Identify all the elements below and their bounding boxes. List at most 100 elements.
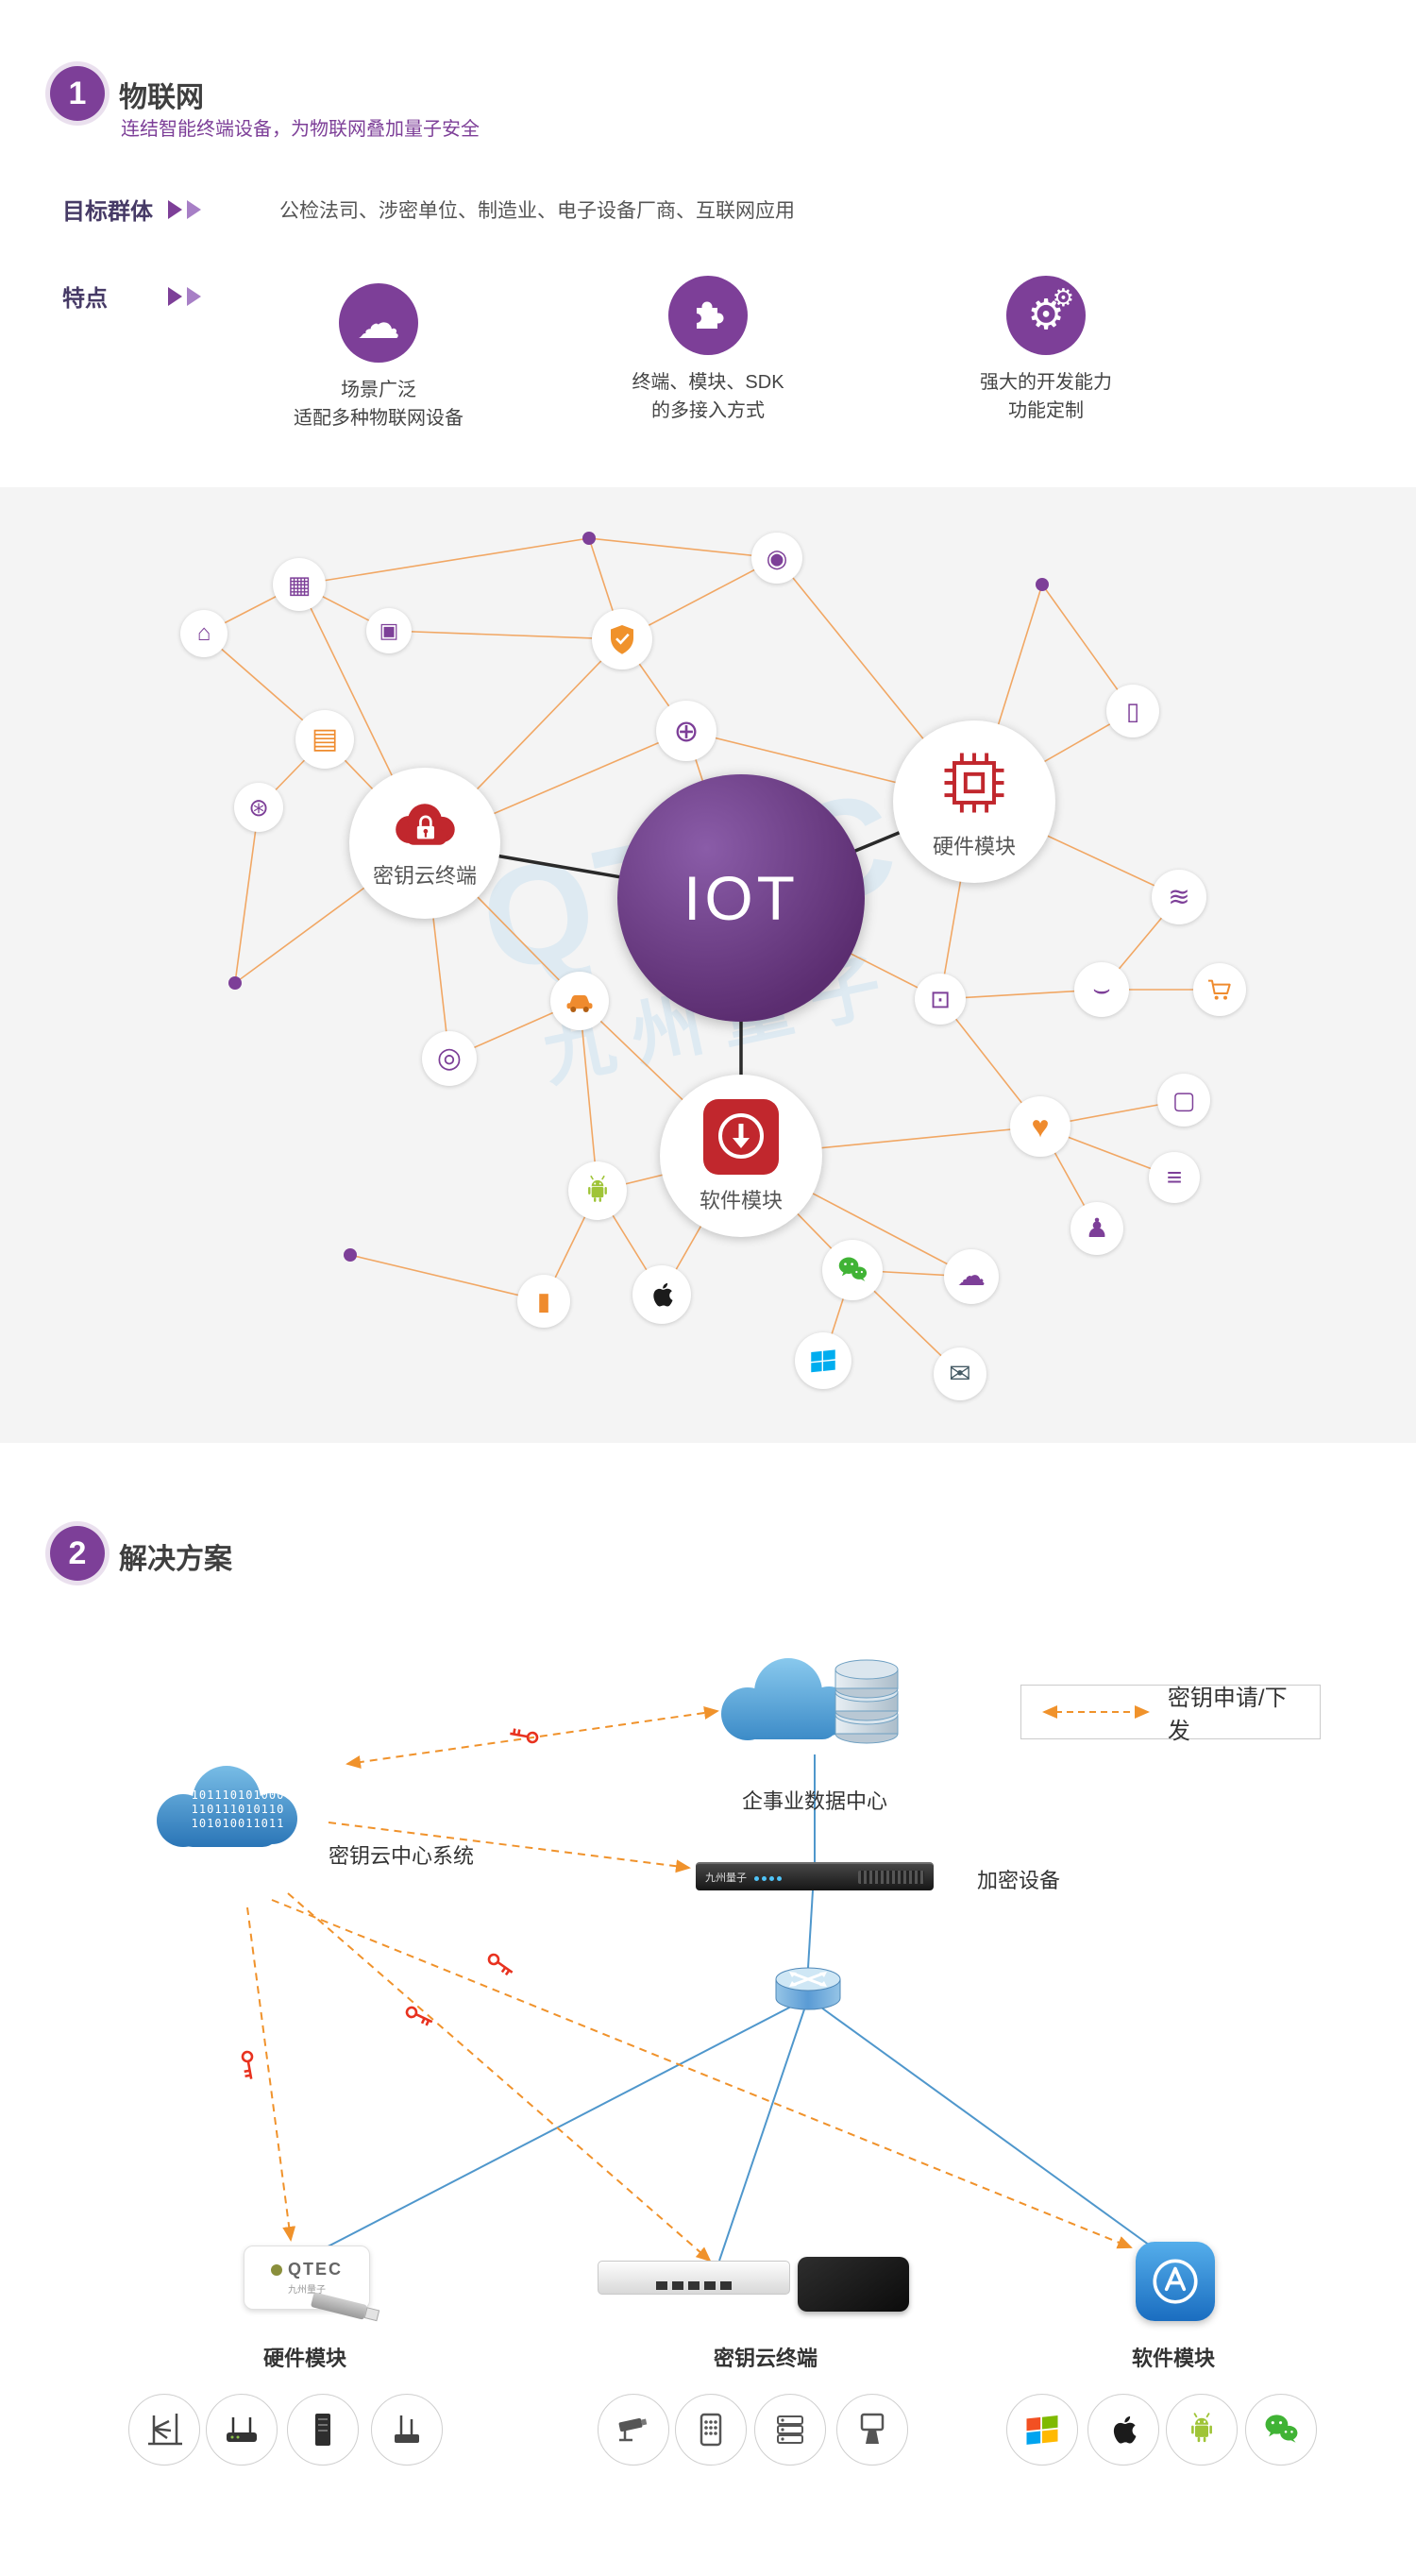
- qtec-logo: QTEC: [270, 2260, 343, 2279]
- software-module-appstore-icon: [1136, 2242, 1215, 2321]
- target-group-text: 公检法司、涉密单位、制造业、电子设备厂商、互联网应用: [279, 199, 795, 222]
- legend-arrow-icon: [1042, 1705, 1150, 1719]
- eye-icon: ◉: [751, 533, 802, 584]
- email-icon: ✉: [934, 1347, 986, 1400]
- features-row: 特点: [62, 280, 206, 313]
- key-icon: [241, 1728, 539, 2079]
- iot-intro-section: 1 物联网 连结智能终端设备，为物联网叠加量子安全 目标群体 公检法司、涉密单位…: [0, 0, 1416, 487]
- hardware-module-node: 硬件模块: [893, 720, 1055, 883]
- keycloud-terminal-router: [598, 2261, 790, 2295]
- handshake-icon: ⌣: [1074, 962, 1129, 1017]
- office-building-icon: ▦: [273, 558, 326, 611]
- feature-broad-scenarios: ☁ 场景广泛 适配多种物联网设备: [265, 283, 492, 432]
- puzzle-icon: [668, 276, 748, 355]
- feature-multi-access: 终端、模块、SDK 的多接入方式: [595, 276, 821, 425]
- solution-section: 2 解决方案: [0, 1443, 1416, 2576]
- gears-icon: ⚙ ⚙: [1006, 276, 1086, 355]
- mobile-payment-icon: ▮: [517, 1275, 570, 1328]
- feature-line1: 场景广泛: [341, 380, 416, 400]
- datacenter-cloud-icon: [708, 1643, 925, 1775]
- datacenter-label: 企事业数据中心: [741, 1789, 887, 1813]
- target-group-row: 目标群体 公检法司、涉密单位、制造业、电子设备厂商、互联网应用: [62, 193, 795, 226]
- shield-icon: [592, 609, 652, 669]
- feature-dev-capability: ⚙ ⚙ 强大的开发能力 功能定制: [933, 276, 1159, 425]
- features-label: 特点: [62, 286, 108, 312]
- target-group-label: 目标群体: [62, 199, 153, 225]
- keycloud-center-icon: [140, 1754, 338, 1871]
- shopping-cart-icon: [1193, 963, 1246, 1016]
- section-1-title: 物联网: [119, 82, 204, 113]
- antenna-modem-icon: [371, 2394, 443, 2466]
- wifi-router-device-icon: [206, 2394, 278, 2466]
- hardware-module-device: QTEC 九州量子: [244, 2246, 370, 2310]
- keycloud-center-label: 密钥云中心系统: [329, 1844, 475, 1868]
- turnstile-gate-icon: [128, 2394, 200, 2466]
- connector-dot: [228, 976, 242, 990]
- hardware-module-bottom-label: 硬件模块: [262, 2347, 346, 2370]
- health-monitor-icon: ▢: [1157, 1074, 1210, 1127]
- keycloud-terminal-settop-box: [798, 2257, 909, 2312]
- wifi-router-icon: ≋: [1152, 870, 1206, 924]
- city-buildings-icon: ▤: [295, 710, 354, 769]
- smartphone-icon: ▯: [1106, 685, 1159, 737]
- feature-line1: 终端、模块、SDK: [632, 372, 784, 393]
- person-id-icon: ♟: [1070, 1202, 1123, 1255]
- chip-icon: [944, 753, 1004, 813]
- keycloud-terminal-node: 密钥云终端: [349, 768, 500, 919]
- feature-line1: 强大的开发能力: [980, 372, 1112, 393]
- server-stack-icon: [754, 2394, 826, 2466]
- wechat-logo-icon: [1245, 2394, 1317, 2466]
- apple-logo-icon: [1087, 2394, 1159, 2466]
- section-1-subtitle: 连结智能终端设备，为物联网叠加量子安全: [121, 119, 480, 140]
- software-module-node: 软件模块: [660, 1075, 822, 1237]
- heart-icon: ♥: [1010, 1096, 1070, 1157]
- iot-hub: IOT: [617, 774, 865, 1022]
- download-icon: [703, 1099, 779, 1175]
- server-vents: [858, 1871, 924, 1884]
- network-nodes-icon: ⊛: [234, 783, 283, 832]
- bank-icon: ⌂: [180, 610, 228, 657]
- section-1-badge: 1: [50, 66, 105, 121]
- legend-text: 密钥申请/下发: [1167, 1686, 1288, 1744]
- globe-network-icon: ⊕: [656, 701, 716, 761]
- double-chevron-icon: [168, 286, 206, 306]
- section-2-badge: 2: [50, 1526, 105, 1581]
- car-icon: [550, 972, 609, 1030]
- binary-code-text: 101110101000 110111010110 101010011011: [191, 1788, 285, 1830]
- wechat-icon: [822, 1240, 883, 1300]
- double-chevron-icon: [168, 199, 206, 219]
- connector-dot: [344, 1248, 357, 1262]
- webcam-icon: ◎: [422, 1031, 477, 1086]
- secure-cloud-icon: ☁: [944, 1249, 999, 1304]
- document-icon: ≡: [1149, 1152, 1200, 1203]
- feature-line2: 的多接入方式: [651, 400, 765, 421]
- software-module-label: 软件模块: [699, 1189, 783, 1212]
- storage-disk-icon: ⊡: [915, 974, 966, 1025]
- connector-dot: [582, 532, 596, 545]
- access-control-icon: ▣: [366, 608, 412, 653]
- feature-line2: 功能定制: [1008, 400, 1084, 421]
- iot-network-diagram: QTEC 九州量子: [0, 487, 1416, 1443]
- cctv-camera-icon: [598, 2394, 669, 2466]
- section-2-title: 解决方案: [119, 1544, 232, 1575]
- cloud-devices-icon: ☁: [339, 283, 418, 363]
- windows-icon: [795, 1332, 851, 1389]
- apple-icon: [632, 1265, 691, 1324]
- server-cabinet-icon: [287, 2394, 359, 2466]
- encryption-device-label: 加密设备: [977, 1869, 1061, 1892]
- cloud-lock-icon: [396, 804, 455, 845]
- software-module-bottom-label: 软件模块: [1131, 2347, 1215, 2370]
- hardware-module-label: 硬件模块: [932, 835, 1016, 858]
- key-distribution-legend: 密钥申请/下发: [1020, 1685, 1321, 1744]
- windows-logo-icon: [1006, 2394, 1078, 2466]
- door-keypad-icon: [675, 2394, 747, 2466]
- kiosk-terminal-icon: [836, 2394, 908, 2466]
- encryption-device: 九州量子: [696, 1862, 934, 1890]
- connector-dot: [1036, 578, 1049, 591]
- keycloud-terminal-bottom-label: 密钥云终端: [713, 2347, 818, 2370]
- solution-connections: [241, 1706, 1164, 2262]
- android-icon: [568, 1161, 627, 1220]
- feature-line2: 适配多种物联网设备: [294, 408, 464, 429]
- android-logo-icon: [1166, 2394, 1238, 2466]
